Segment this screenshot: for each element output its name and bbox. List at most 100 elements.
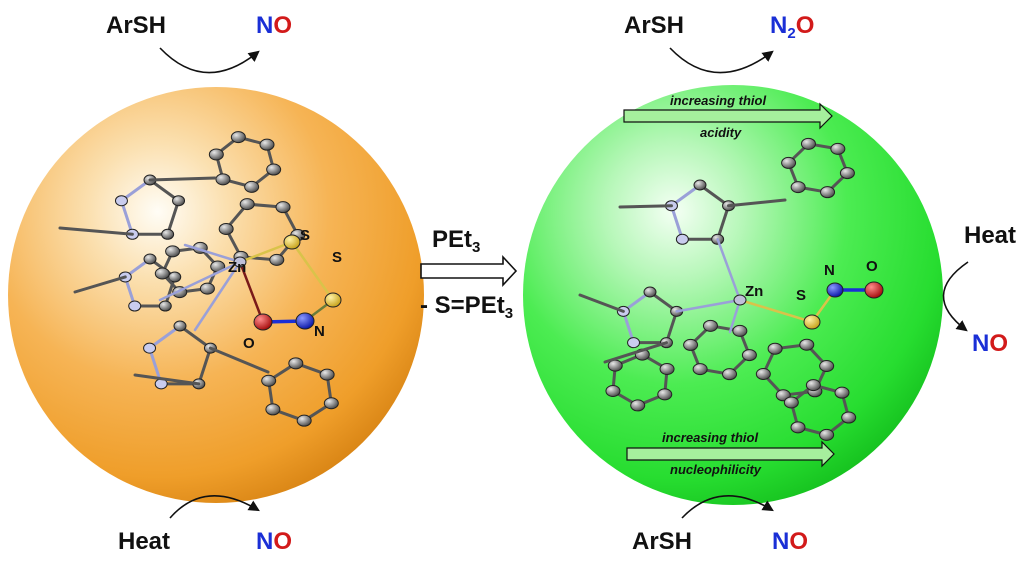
atom	[261, 374, 277, 387]
right-side-reagent: Heat	[964, 222, 1017, 249]
left-atom-s2: S	[332, 249, 343, 266]
left-bottom-product: NO	[256, 530, 292, 554]
center-byproduct: - S=PEt3	[420, 292, 513, 322]
atom	[819, 360, 835, 373]
bond	[208, 346, 270, 374]
left-bottom-curved-arrow	[169, 494, 260, 519]
atom	[741, 349, 757, 362]
bond	[238, 240, 294, 264]
bond	[183, 243, 242, 264]
atom	[733, 294, 747, 306]
atom	[323, 397, 339, 410]
atom	[173, 320, 187, 332]
atom	[275, 201, 291, 214]
atom	[781, 156, 797, 169]
bond	[716, 204, 731, 241]
atom	[803, 314, 821, 330]
atom	[755, 367, 771, 380]
atom	[627, 337, 641, 349]
atom	[799, 338, 815, 351]
left-top-product-n: N	[256, 12, 274, 39]
atom	[830, 142, 846, 155]
right-side-curved-arrow	[942, 261, 969, 332]
right-atom-s: S	[796, 287, 807, 304]
atom	[288, 357, 304, 370]
atom	[215, 173, 231, 186]
left-atom-n: N	[314, 323, 325, 340]
atom	[269, 253, 285, 266]
atom	[218, 222, 234, 235]
atom	[158, 300, 172, 312]
bond	[675, 298, 742, 313]
left-top-reagent: ArSH	[106, 12, 167, 39]
atom	[208, 148, 224, 161]
atom	[826, 282, 844, 298]
center-byproduct-text: - S=PEt	[420, 292, 505, 319]
atom	[165, 245, 181, 258]
right-bottom-reagent: ArSH	[632, 528, 693, 555]
atom	[266, 163, 282, 176]
atom	[659, 362, 675, 375]
center-reagent-sub: 3	[472, 239, 481, 256]
left-bottom-product-o: O	[273, 528, 293, 555]
bond	[290, 240, 335, 302]
left-top-product: NO	[256, 14, 292, 38]
right-top-reagent: ArSH	[624, 12, 685, 39]
bond	[716, 238, 742, 302]
right-top-curved-arrow	[669, 47, 774, 74]
bond	[238, 260, 265, 324]
atom	[233, 256, 247, 268]
bond	[148, 324, 182, 350]
top-bar-line1: increasing thiol	[670, 93, 767, 108]
bond	[58, 226, 134, 236]
atom	[283, 234, 301, 250]
atom	[114, 195, 128, 207]
atom	[693, 179, 707, 191]
left-bottom-reagent: Heat	[118, 528, 171, 555]
atom	[253, 313, 273, 331]
right-atom-n: N	[824, 262, 835, 279]
right-atom-zn: Zn	[745, 283, 764, 300]
atom	[834, 386, 850, 399]
bond	[148, 176, 217, 182]
atom	[841, 411, 857, 424]
atom	[702, 319, 718, 332]
bottom-trend-arrow	[626, 440, 835, 468]
atom	[820, 186, 836, 199]
atom	[630, 399, 646, 412]
top-bar-line2: acidity	[700, 125, 742, 140]
right-top-product-o: O	[795, 12, 815, 39]
bond	[166, 199, 181, 236]
center-reaction-arrow	[420, 254, 518, 288]
atom	[675, 233, 689, 245]
right-top-product-n: N	[770, 12, 788, 39]
atom	[783, 396, 799, 409]
bond	[728, 298, 742, 334]
atom	[265, 403, 281, 416]
bond	[738, 298, 814, 324]
atom	[790, 181, 806, 194]
bond	[193, 260, 242, 332]
atom	[692, 363, 708, 376]
atom	[819, 428, 835, 441]
right-bottom-curved-arrow	[681, 494, 774, 519]
atom	[259, 138, 275, 151]
left-top-curved-arrow	[159, 47, 260, 74]
left-atom-s1: S	[300, 227, 311, 244]
atom	[154, 267, 170, 280]
bond	[133, 373, 201, 386]
bond	[73, 275, 127, 294]
bond	[669, 204, 684, 241]
atom	[324, 292, 342, 308]
right-bottom-product: NO	[772, 530, 808, 554]
left-top-product-o: O	[273, 12, 293, 39]
atom	[657, 388, 673, 401]
right-side-product-o: O	[989, 330, 1009, 357]
atom	[722, 368, 738, 381]
bond	[618, 204, 673, 209]
bond	[603, 341, 668, 364]
atom	[143, 342, 157, 354]
atom	[295, 312, 315, 330]
bond	[119, 199, 134, 236]
